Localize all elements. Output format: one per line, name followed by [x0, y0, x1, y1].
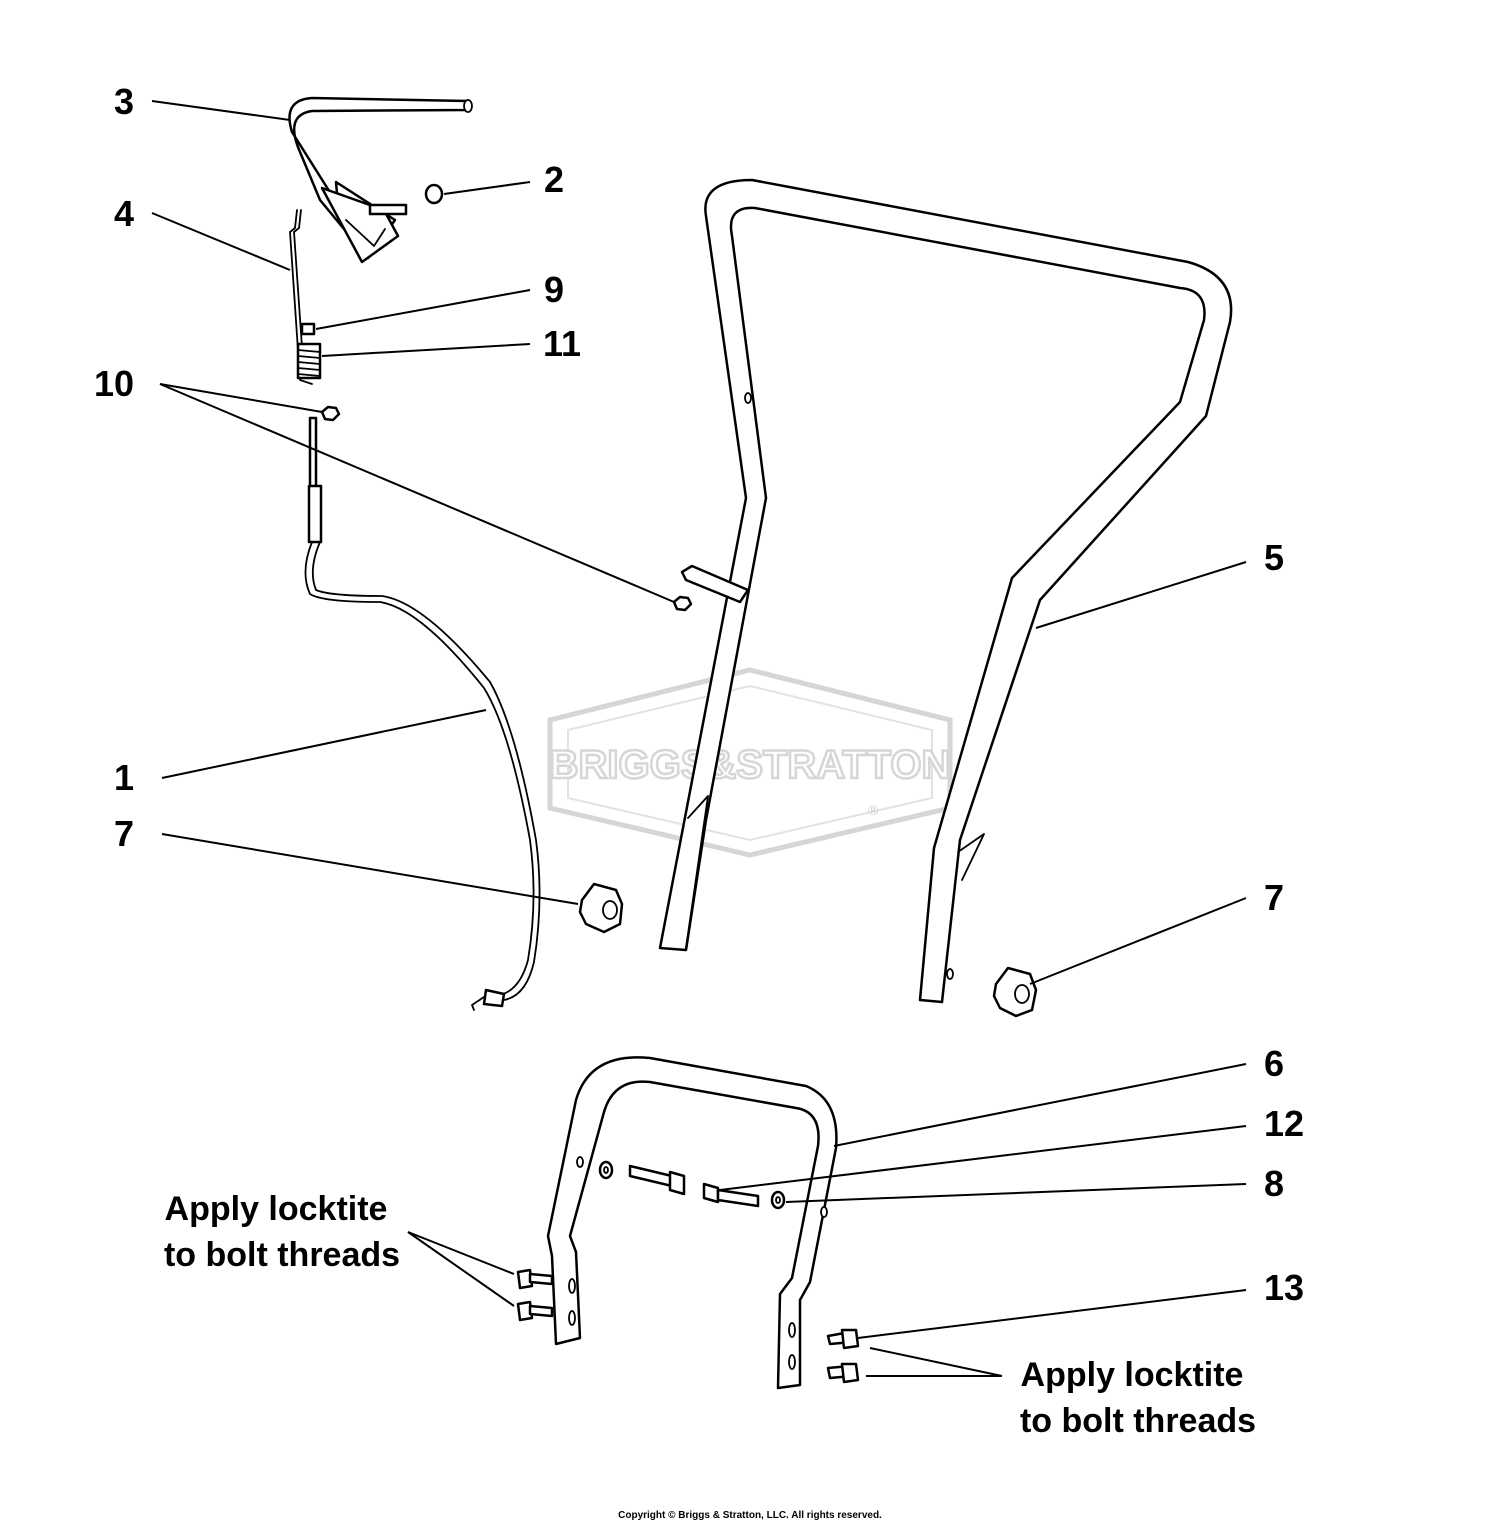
callout-12: 12: [1264, 1103, 1304, 1144]
flange-bolt-left-upper: [516, 1268, 554, 1290]
flange-bolt-right-lower: [826, 1362, 860, 1384]
note-right-line2: to bolt threads: [1020, 1402, 1256, 1440]
control-lever-handle: [288, 96, 473, 264]
callout-13: 13: [1264, 1267, 1304, 1308]
jam-nut: [300, 322, 316, 336]
handle-knob-right: [992, 966, 1038, 1018]
callout-7-right: 7: [1264, 877, 1284, 918]
washer-right: [770, 1190, 786, 1210]
control-rod: [289, 209, 313, 385]
spring: [296, 342, 322, 380]
callout-9: 9: [544, 269, 564, 310]
handle-knob-left: [578, 882, 624, 934]
locktite-note-right: Apply locktite to bolt threads: [1020, 1356, 1256, 1440]
carriage-bolt-right: [702, 1182, 760, 1208]
callout-8: 8: [1264, 1163, 1284, 1204]
callout-10: 10: [94, 363, 134, 404]
upper-handle: [658, 178, 1233, 1004]
carriage-bolt-left: [628, 1164, 686, 1196]
callout-3: 3: [114, 81, 134, 122]
copyright-notice: Copyright © Briggs & Stratton, LLC. All …: [618, 1510, 882, 1521]
watermark-registered: ®: [868, 802, 879, 818]
watermark-brand: BRIGGS&STRATTON: [550, 743, 951, 787]
cable-nut-lower: [672, 595, 693, 612]
callout-2: 2: [544, 159, 564, 200]
leader-lines: [151, 100, 1247, 1377]
flange-bolt-left-lower: [516, 1300, 554, 1322]
note-left-line1: Apply locktite: [165, 1190, 388, 1228]
note-left-line2: to bolt threads: [164, 1236, 400, 1274]
cable-nut-upper: [320, 405, 341, 422]
note-right-line1: Apply locktite: [1021, 1356, 1244, 1394]
callout-4: 4: [114, 193, 134, 234]
control-cable: [304, 416, 541, 1011]
washer-left: [598, 1160, 614, 1180]
callout-1: 1: [114, 757, 134, 798]
callout-6: 6: [1264, 1043, 1284, 1084]
locktite-note-left: Apply locktite to bolt threads: [164, 1190, 400, 1274]
briggs-stratton-watermark: BRIGGS&STRATTON ®: [547, 667, 953, 858]
lower-handle: [546, 1056, 838, 1390]
callout-11: 11: [543, 323, 581, 364]
retaining-clip: [424, 183, 444, 205]
callout-5: 5: [1264, 537, 1284, 578]
flange-bolt-right-upper: [826, 1328, 860, 1350]
callout-7-left: 7: [114, 813, 134, 854]
callout-labels: 3 2 4 9 11 10 5 1 7 7 6 12 8 13: [94, 81, 1304, 1308]
